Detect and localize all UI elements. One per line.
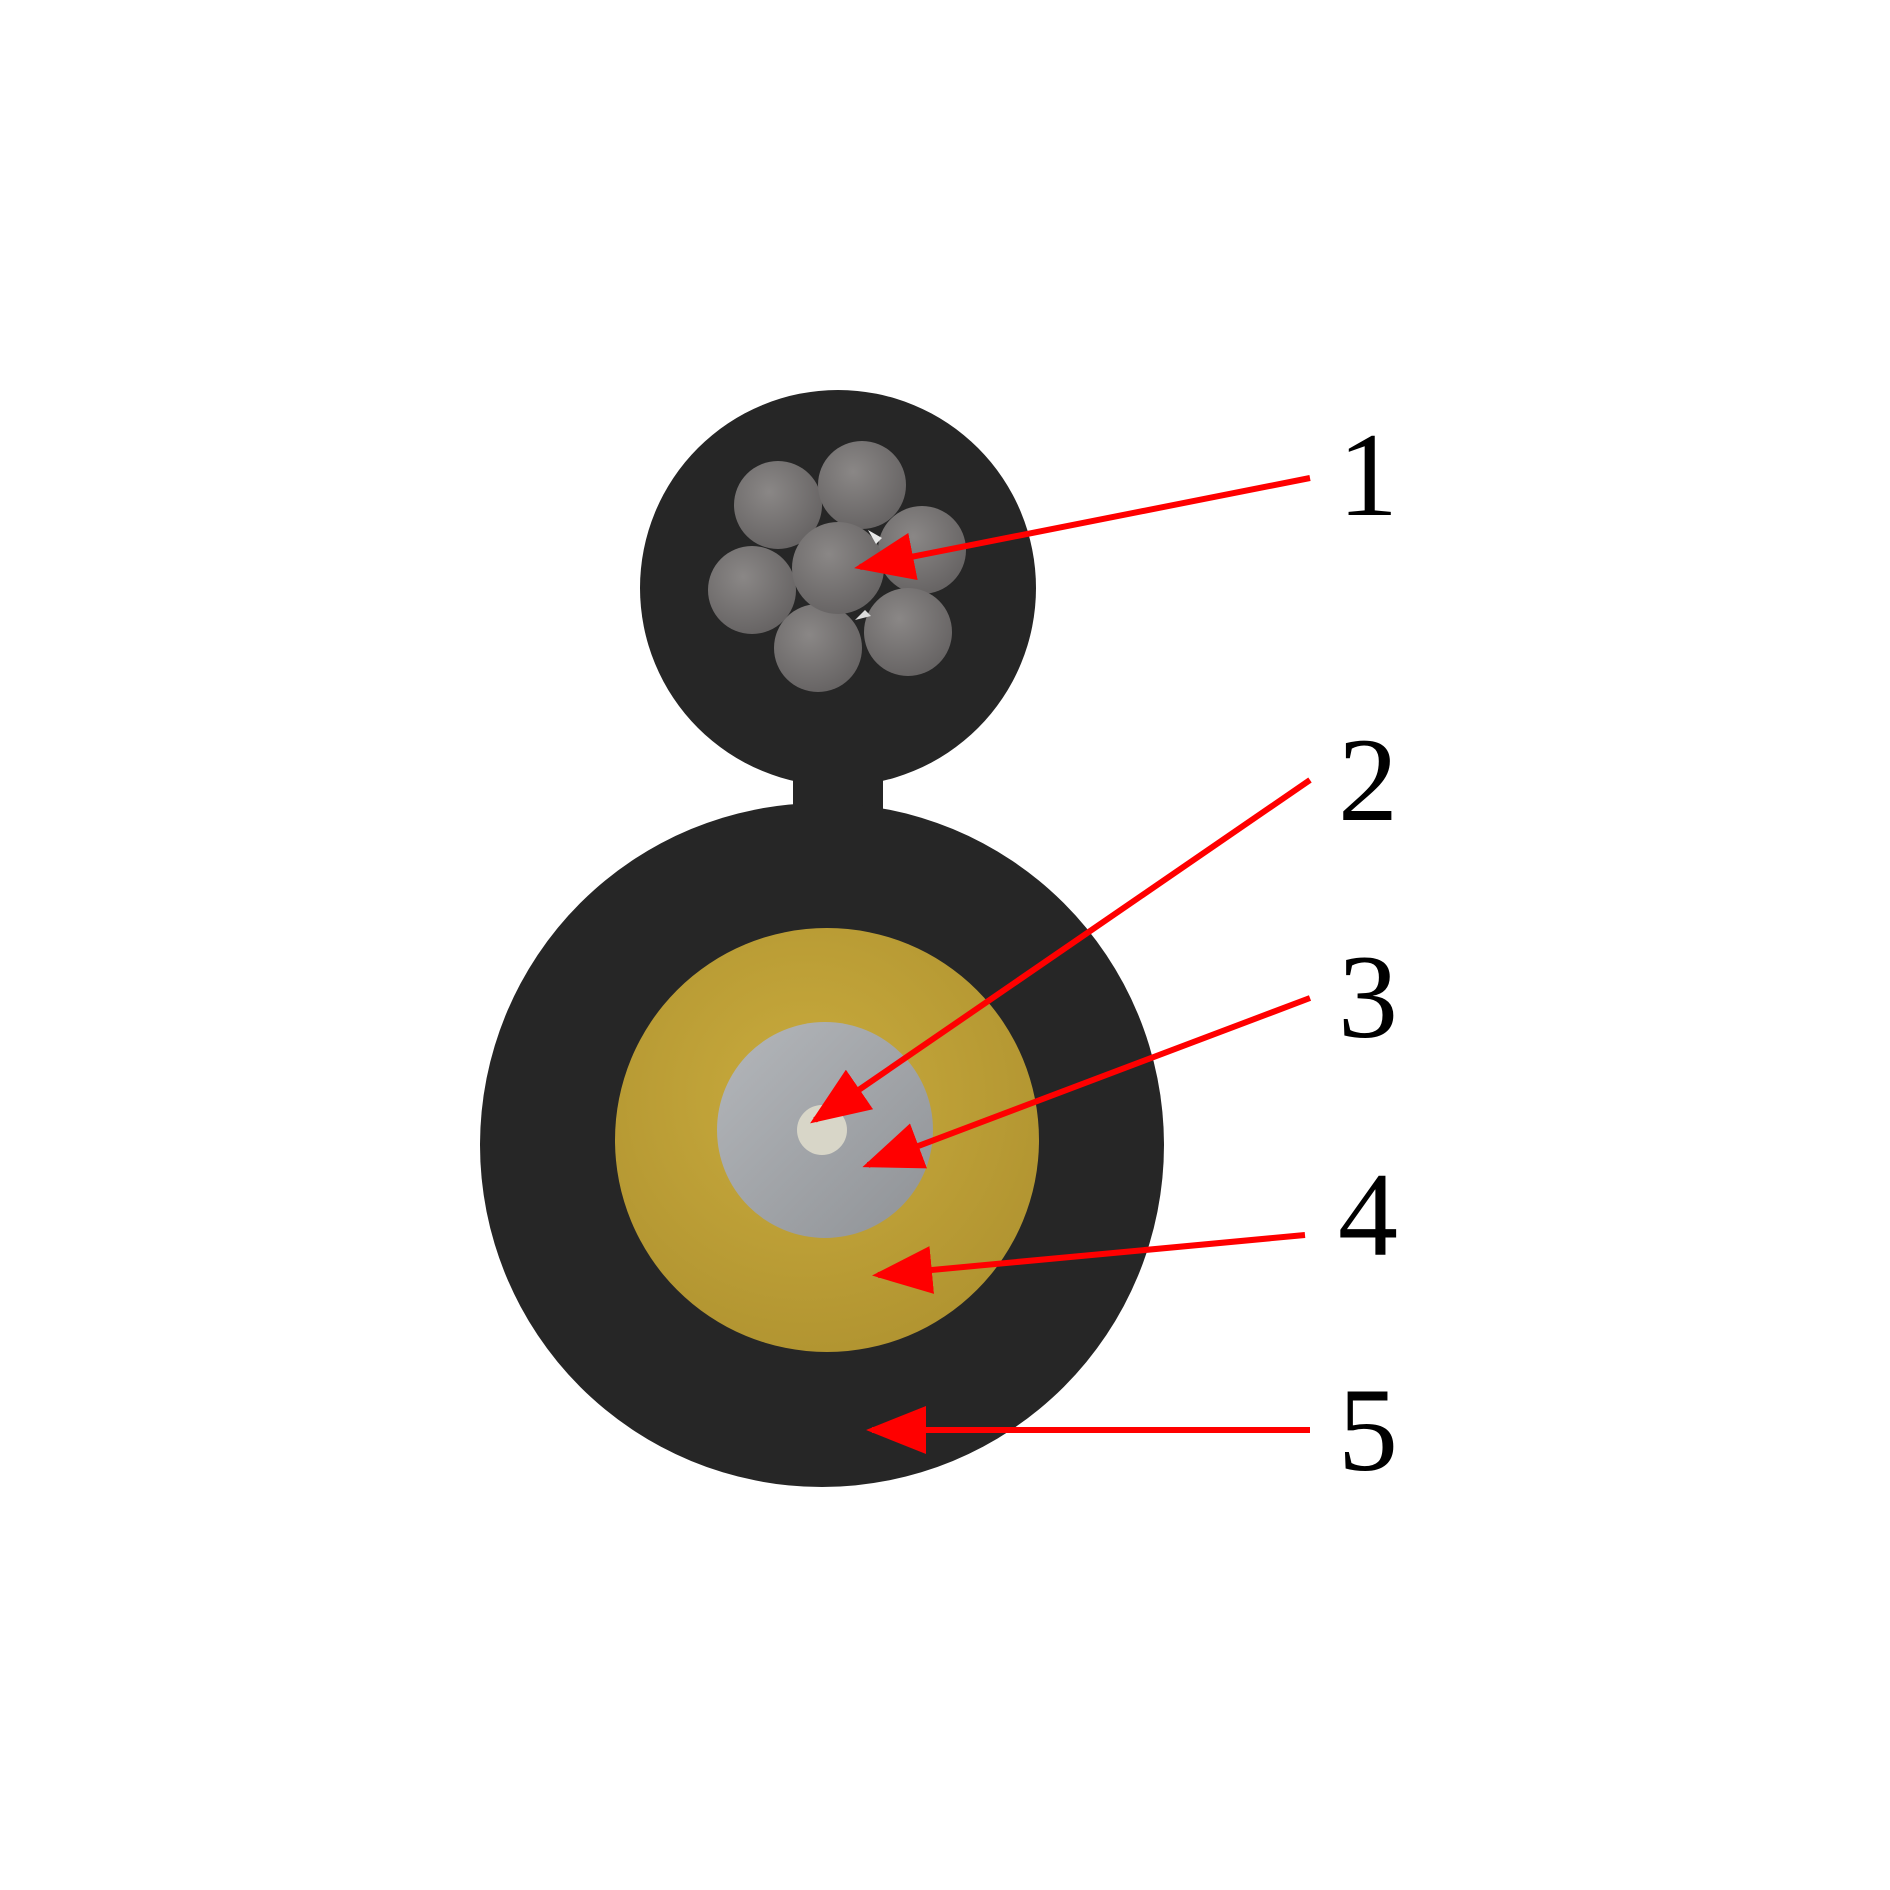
strand-wire (774, 604, 862, 692)
callout-label-1: 1 (1338, 408, 1398, 541)
callout-arrow-2 (810, 777, 1312, 1124)
callout-arrow-1 (854, 475, 1311, 581)
strand-wire (708, 546, 796, 634)
callout-label-2: 2 (1338, 713, 1398, 846)
strand-wire (864, 588, 952, 676)
callout-label-4: 4 (1338, 1148, 1398, 1281)
strand-wire (818, 441, 906, 529)
callout-labels: 1 2 3 4 5 (1338, 408, 1398, 1496)
callout-label-3: 3 (1338, 930, 1398, 1063)
strand-highlight (855, 610, 871, 620)
callout-arrow-3 (862, 995, 1312, 1169)
callout-arrow-4 (872, 1232, 1306, 1294)
strand-wire (734, 461, 822, 549)
callout-label-5: 5 (1338, 1363, 1398, 1496)
callout-arrows (810, 475, 1312, 1454)
messenger-strand-wires (708, 441, 966, 692)
